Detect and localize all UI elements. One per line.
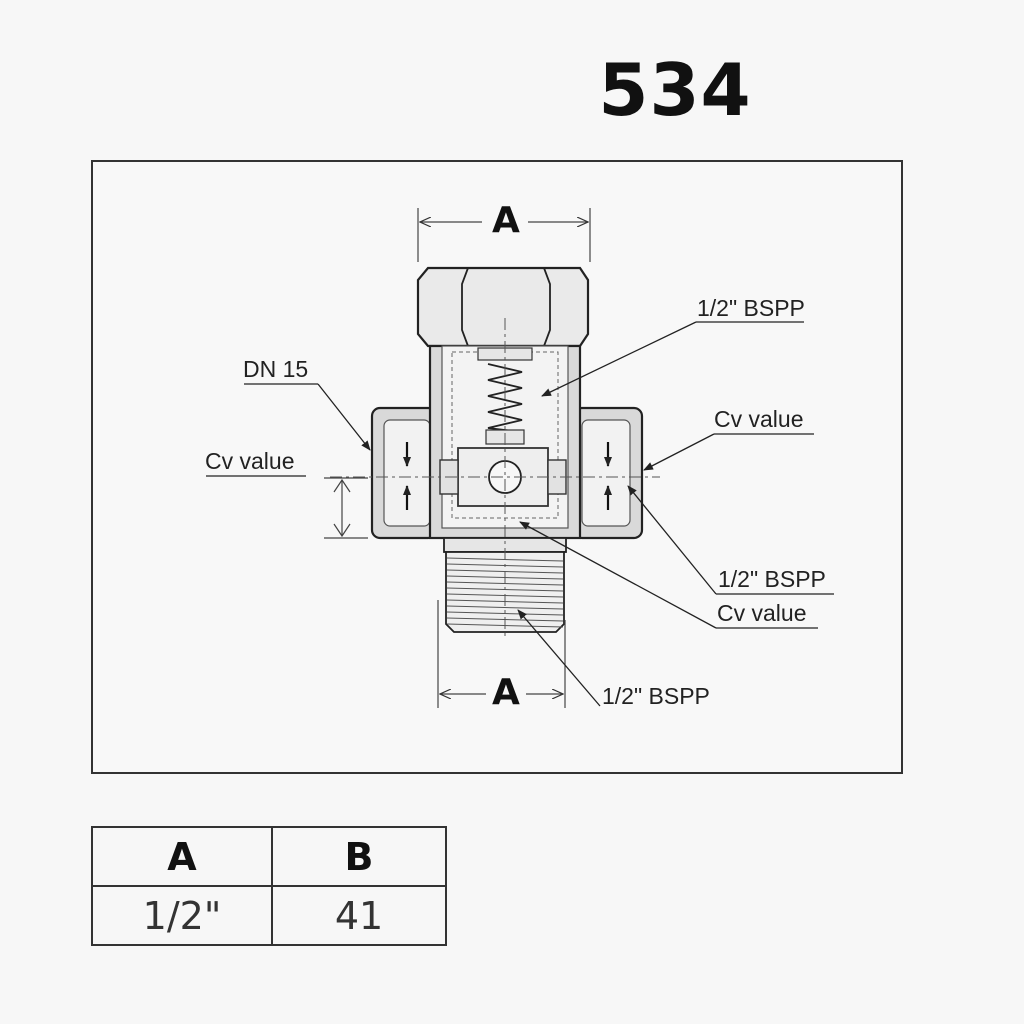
callout-cv-right-top: Cv value bbox=[714, 406, 804, 432]
dimension-top-label: A bbox=[492, 200, 520, 241]
table-header-b: B bbox=[271, 826, 447, 887]
dimension-bottom-label: A bbox=[492, 672, 520, 713]
callout-dn: DN 15 bbox=[243, 356, 309, 382]
table-cell-b: 41 bbox=[271, 885, 447, 946]
dimension-top bbox=[417, 208, 591, 262]
hex-nut bbox=[416, 266, 590, 348]
right-port bbox=[572, 406, 644, 540]
spec-table: A B 1/2" 41 bbox=[91, 826, 447, 946]
dimension-bottom bbox=[437, 600, 566, 708]
table-row: 1/2" 41 bbox=[91, 885, 447, 946]
callout-cv-left: Cv value bbox=[205, 448, 295, 474]
thread-line bbox=[446, 611, 564, 616]
callout-cv-right-bottom: Cv value bbox=[717, 600, 807, 626]
dimension-left bbox=[324, 477, 368, 539]
table-header-a: A bbox=[91, 826, 273, 887]
table-header-row: A B bbox=[91, 826, 447, 887]
callout-bspp-bottom: 1/2" BSPP bbox=[602, 683, 710, 709]
thread-line bbox=[446, 581, 564, 586]
leader-lines bbox=[206, 321, 834, 707]
table-cell-a: 1/2" bbox=[91, 885, 273, 946]
center-lines bbox=[330, 318, 660, 640]
callout-bspp-right: 1/2" BSPP bbox=[718, 566, 826, 592]
left-port bbox=[370, 406, 438, 540]
thread-line bbox=[446, 605, 564, 610]
flow-arrows bbox=[403, 442, 612, 510]
drawing-number: 534 bbox=[598, 48, 752, 132]
callout-bspp-top: 1/2" BSPP bbox=[697, 295, 805, 321]
